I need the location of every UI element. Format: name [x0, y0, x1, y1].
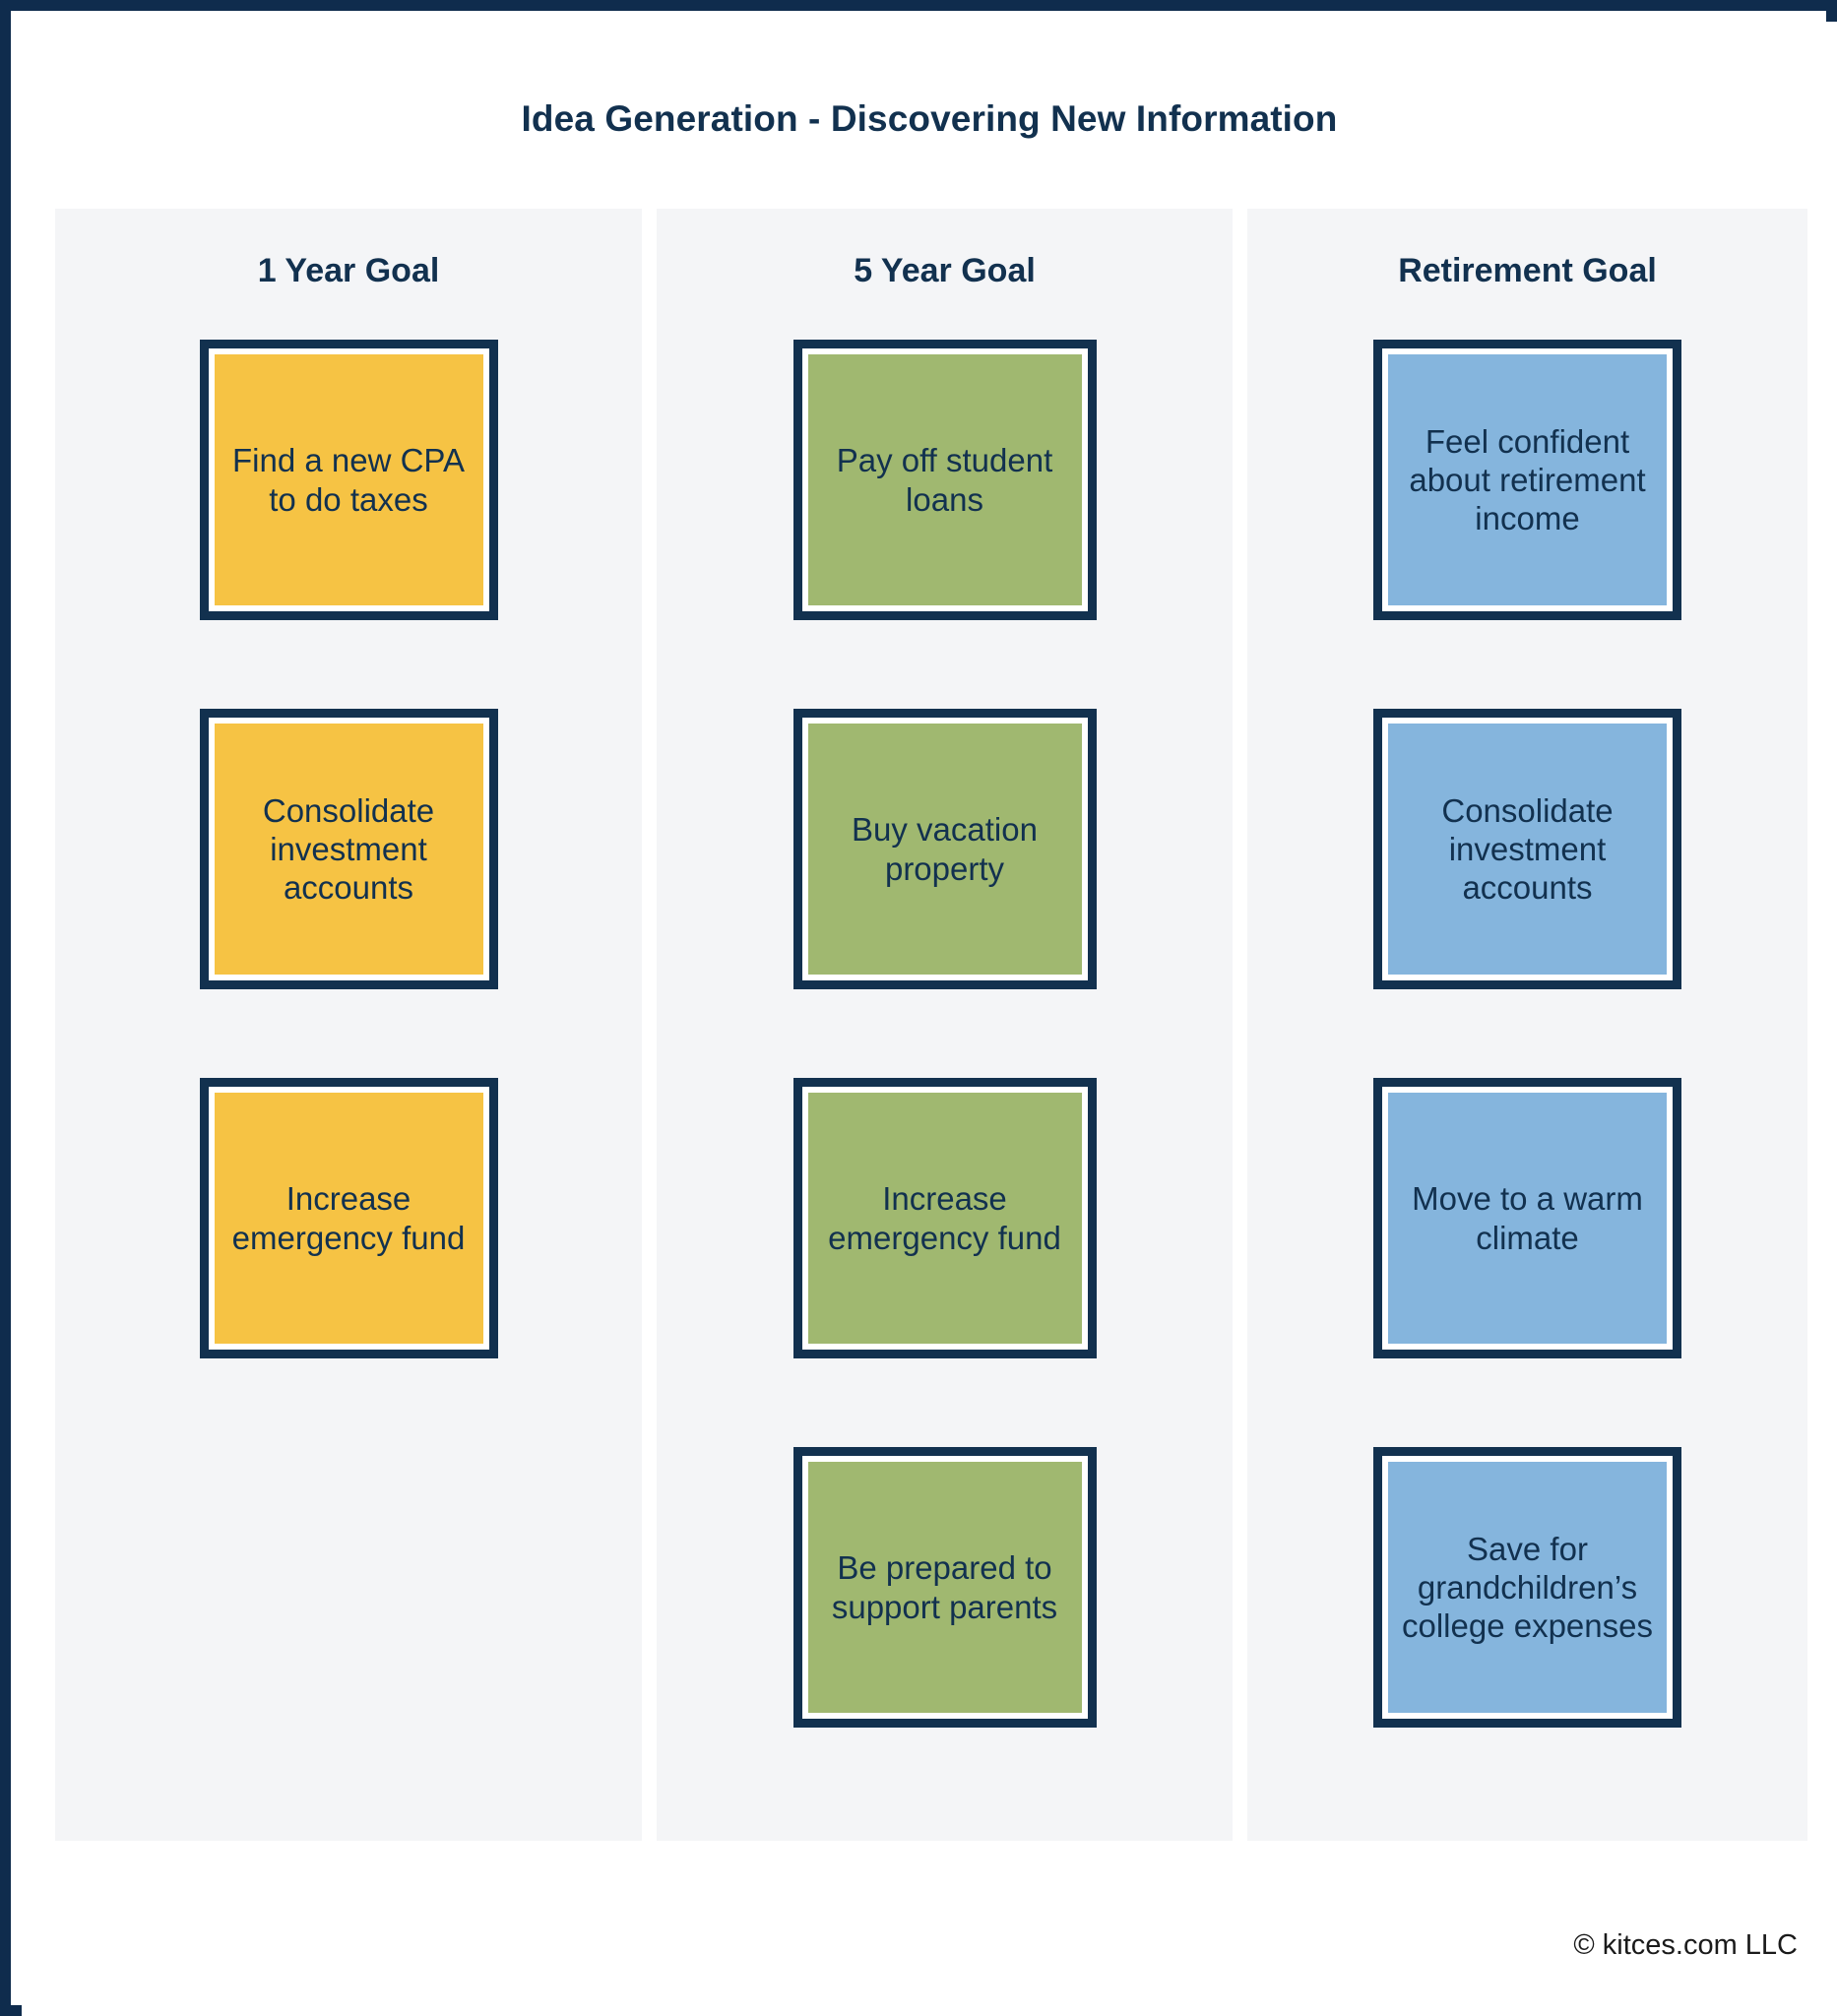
goal-card[interactable]: Move to a warm climate	[1373, 1078, 1681, 1358]
goal-card-label: Increase emergency fund	[807, 1093, 1082, 1344]
goal-column-retirement: Retirement Goal Feel confident about ret…	[1247, 209, 1807, 1841]
copyright-credit: © kitces.com LLC	[1573, 1929, 1798, 1961]
goal-card[interactable]: Consolidate investment accounts	[199, 709, 498, 989]
column-header-5-year: 5 Year Goal	[854, 252, 1036, 289]
goal-card-label: Feel confident about retirement income	[1388, 354, 1667, 605]
goal-card[interactable]: Be prepared to support parents	[792, 1447, 1097, 1728]
goal-card[interactable]: Find a new CPA to do taxes	[199, 340, 498, 620]
goal-card[interactable]: Buy vacation property	[792, 709, 1097, 989]
goal-card[interactable]: Feel confident about retirement income	[1373, 340, 1681, 620]
goal-card[interactable]: Pay off student loans	[792, 340, 1097, 620]
goal-card[interactable]: Increase emergency fund	[792, 1078, 1097, 1358]
column-header-1-year: 1 Year Goal	[257, 252, 440, 289]
goal-card[interactable]: Consolidate investment accounts	[1373, 709, 1681, 989]
goal-column-5-year: 5 Year Goal Pay off student loans Buy va…	[657, 209, 1233, 1841]
page-title: Idea Generation - Discovering New Inform…	[521, 98, 1338, 139]
goal-card-label: Move to a warm climate	[1388, 1093, 1667, 1344]
goal-card-label: Increase emergency fund	[214, 1093, 483, 1344]
goal-columns: 1 Year Goal Find a new CPA to do taxes C…	[55, 209, 1807, 1841]
goal-card-label: Consolidate investment accounts	[1388, 724, 1667, 975]
column-header-retirement: Retirement Goal	[1398, 252, 1657, 289]
card-list-retirement: Feel confident about retirement income C…	[1247, 340, 1807, 1728]
goal-card-label: Be prepared to support parents	[807, 1462, 1082, 1713]
goal-card-label: Find a new CPA to do taxes	[214, 354, 483, 605]
goal-card-label: Buy vacation property	[807, 724, 1082, 975]
goal-card[interactable]: Increase emergency fund	[199, 1078, 498, 1358]
card-list-1-year: Find a new CPA to do taxes Consolidate i…	[55, 340, 642, 1358]
goal-card-label: Save for grandchil­dren’s college expens…	[1388, 1462, 1667, 1713]
card-list-5-year: Pay off student loans Buy vacation prope…	[657, 340, 1233, 1728]
goal-column-1-year: 1 Year Goal Find a new CPA to do taxes C…	[55, 209, 642, 1841]
goal-card-label: Consolidate investment accounts	[214, 724, 483, 975]
page-content: Idea Generation - Discovering New Inform…	[22, 22, 1837, 2016]
goal-card[interactable]: Save for grandchil­dren’s college expens…	[1373, 1447, 1681, 1728]
goal-card-label: Pay off student loans	[807, 354, 1082, 605]
